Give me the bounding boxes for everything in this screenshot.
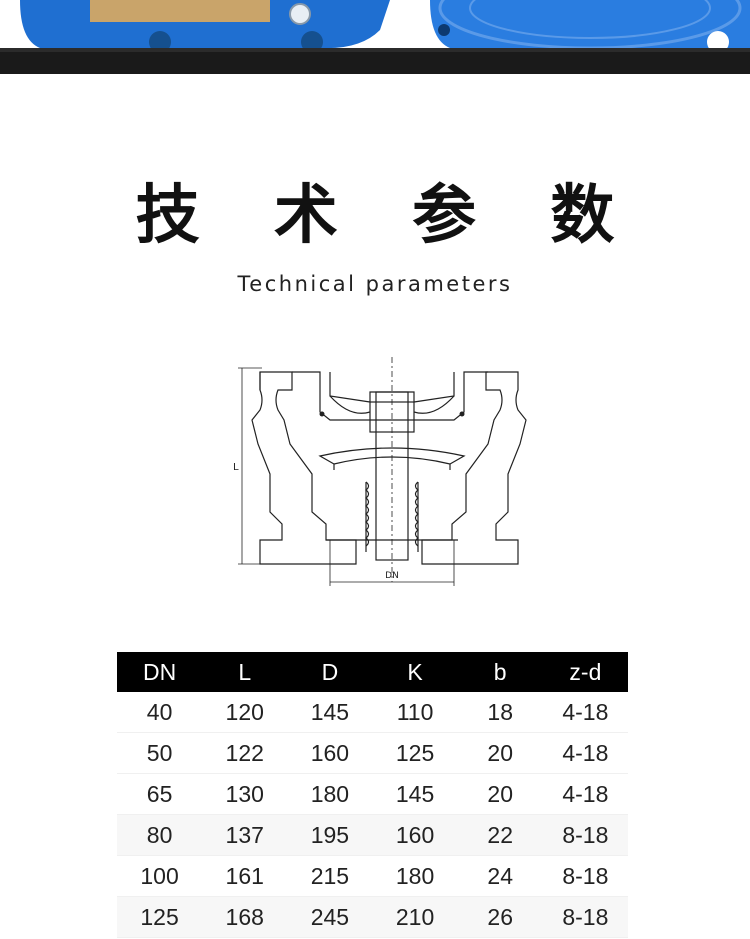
table-cell: 80 (117, 814, 203, 856)
table-cell: 8-18 (542, 896, 628, 938)
table-cell: 8-18 (542, 855, 628, 897)
valve-cross-section-diagram: L DN (233, 357, 527, 586)
column-header-k: K (372, 652, 458, 692)
column-header-l: L (202, 652, 288, 692)
table-cell: 195 (287, 814, 373, 856)
table-cell: 20 (457, 773, 543, 815)
table-cell: 125 (117, 896, 203, 938)
table-cell: 4-18 (542, 732, 628, 774)
table-header-row: DN L D K b z-d (117, 652, 628, 692)
table-row: 100 161 215 180 24 8-18 (117, 855, 628, 897)
table-cell: 180 (372, 855, 458, 897)
table-cell: 180 (287, 773, 373, 815)
table-cell: 145 (287, 692, 373, 733)
column-header-d: D (287, 652, 373, 692)
table-cell: 215 (287, 855, 373, 897)
table-cell: 65 (117, 773, 203, 815)
section-title-cn: 技 术 参 数 (135, 179, 641, 253)
table-cell: 160 (287, 732, 373, 774)
table-cell: 4-18 (542, 773, 628, 815)
table-row: 80 137 195 160 22 8-18 (117, 814, 628, 856)
table-cell: 8-18 (542, 814, 628, 856)
table-row: 125 168 245 210 26 8-18 (117, 896, 628, 938)
table-row: 65 130 180 145 20 4-18 (117, 773, 628, 815)
table-cell: 20 (457, 732, 543, 774)
table-cell: 210 (372, 896, 458, 938)
column-header-dn: DN (117, 652, 203, 692)
technical-parameters-table: DN L D K b z-d 40 120 145 110 18 4-18 50… (117, 652, 628, 938)
table-cell: 24 (457, 855, 543, 897)
table-cell: 130 (202, 773, 288, 815)
table-cell: 40 (117, 692, 203, 733)
table-cell: 18 (457, 692, 543, 733)
column-header-z-d: z-d (542, 652, 628, 692)
dimension-label-dn: DN (385, 571, 399, 581)
table-cell: 160 (372, 814, 458, 856)
table-cell: 125 (372, 732, 458, 774)
dimension-label-l: L (233, 462, 239, 473)
table-cell: 137 (202, 814, 288, 856)
table-cell: 22 (457, 814, 543, 856)
table-cell: 145 (372, 773, 458, 815)
table-cell: 168 (202, 896, 288, 938)
table-cell: 245 (287, 896, 373, 938)
table-cell: 50 (117, 732, 203, 774)
product-photo-banner (0, 0, 750, 74)
table-cell: 161 (202, 855, 288, 897)
section-title-en: Technical parameters (237, 272, 513, 296)
table-row: 40 120 145 110 18 4-18 (117, 692, 628, 733)
table-cell: 122 (202, 732, 288, 774)
valve-photo (0, 0, 750, 74)
table-cell: 100 (117, 855, 203, 897)
table-row: 50 122 160 125 20 4-18 (117, 732, 628, 774)
table-cell: 120 (202, 692, 288, 733)
table-cell: 110 (372, 692, 458, 733)
table-cell: 26 (457, 896, 543, 938)
column-header-b: b (457, 652, 543, 692)
table-cell: 4-18 (542, 692, 628, 733)
